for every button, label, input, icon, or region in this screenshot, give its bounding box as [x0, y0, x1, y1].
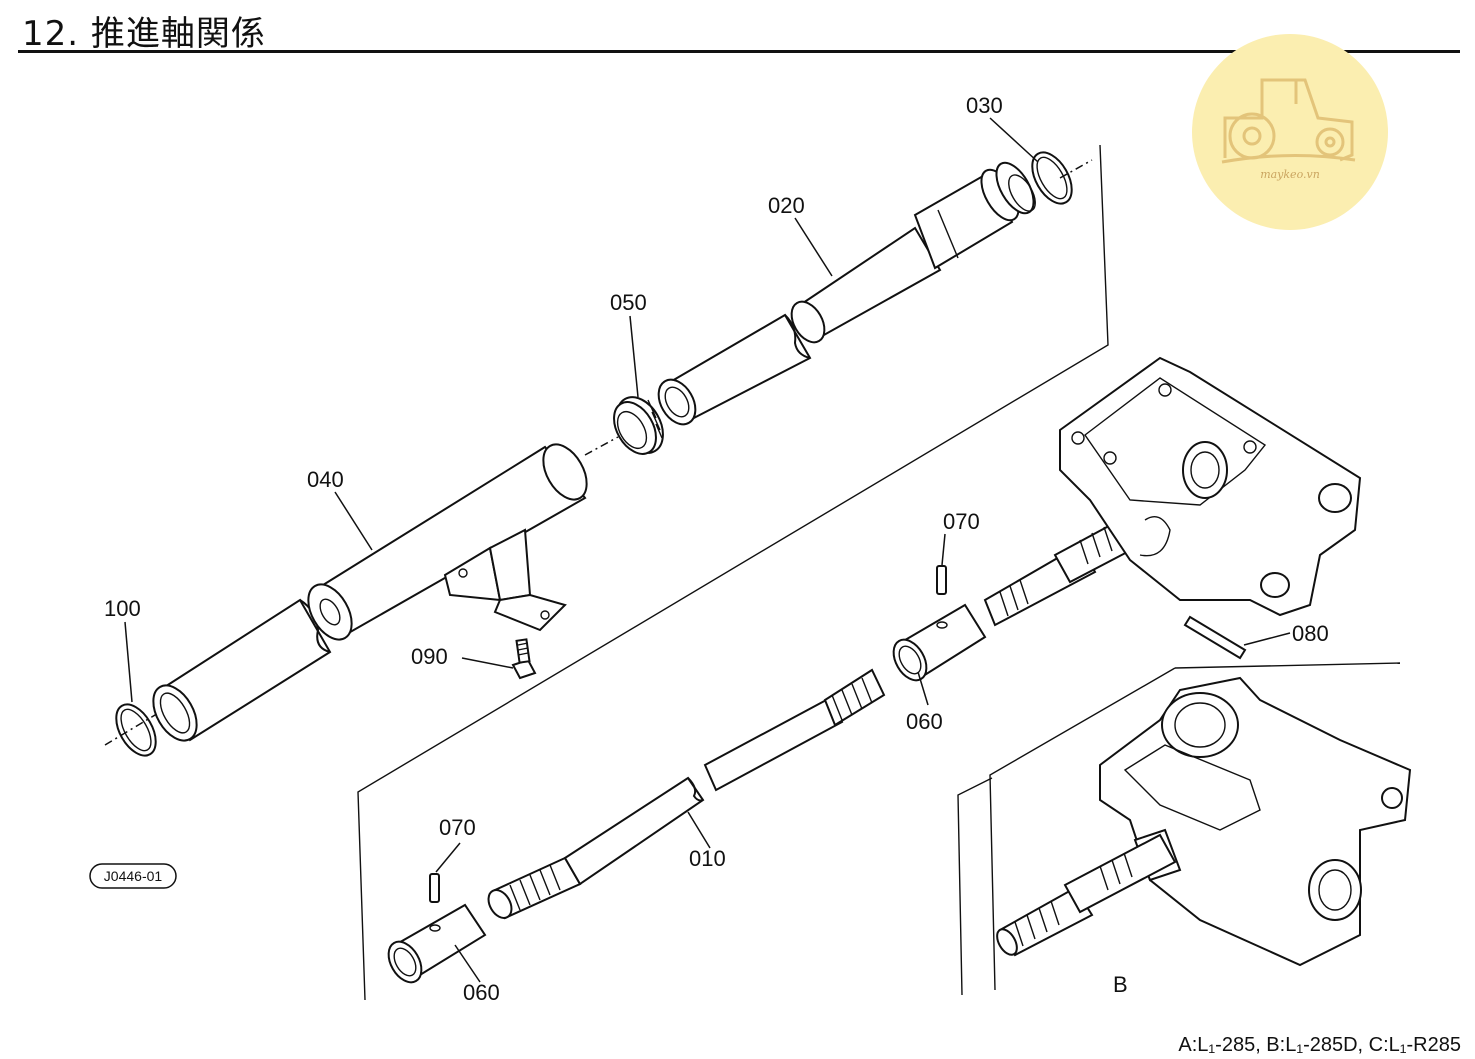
output-shaft-upper — [983, 518, 1137, 627]
o-ring-100 — [115, 703, 157, 757]
tube-040 — [307, 443, 588, 641]
sleeve-060-lower — [387, 903, 487, 984]
o-ring-030 — [1031, 151, 1073, 205]
sleeve-060-upper — [892, 603, 987, 682]
title-rule — [18, 50, 1460, 53]
part-label-090: 090 — [411, 644, 448, 669]
leader-lines — [124, 117, 1291, 983]
watermark-logo: maykeo.vn — [1192, 34, 1388, 230]
gearbox-housing-upper — [1059, 356, 1362, 617]
tube-020 — [657, 161, 1036, 426]
figure-ref-text: J0446-01 — [104, 868, 163, 884]
tractor-icon — [1221, 78, 1356, 164]
part-label-100: 100 — [104, 596, 141, 621]
pin-070-upper — [936, 565, 947, 595]
output-shaft-lower — [996, 833, 1177, 957]
part-label-060-lower: 060 — [463, 980, 500, 1005]
part-label-050: 050 — [610, 290, 647, 315]
part-label-030: 030 — [966, 93, 1003, 118]
shaft-010 — [487, 668, 886, 920]
bolt-090 — [511, 638, 537, 680]
boundary-lines — [357, 144, 1401, 1001]
part-label-060-upper: 060 — [906, 709, 943, 734]
part-label-040: 040 — [307, 467, 344, 492]
upper-axis — [104, 159, 1093, 746]
part-label-020: 020 — [768, 193, 805, 218]
tube-040-lower — [152, 598, 332, 742]
gearbox-housing-lower — [1099, 676, 1412, 967]
page-title: 12. 推進軸関係 — [22, 14, 266, 54]
model-footnote: A:L₁-285, B:L₁-285D, C:L₁-R285 — [1178, 1034, 1461, 1056]
seal-050 — [613, 396, 664, 455]
part-label-010: 010 — [689, 846, 726, 871]
variant-label: B — [1113, 972, 1128, 997]
pin-080 — [1183, 615, 1247, 660]
part-label-080: 080 — [1292, 621, 1329, 646]
watermark-text: maykeo.vn — [1260, 168, 1320, 181]
part-label-070-lower: 070 — [439, 815, 476, 840]
figure-ref-badge: J0446-01 — [89, 863, 177, 889]
part-label-070-upper: 070 — [943, 509, 980, 534]
pin-070-lower — [429, 873, 440, 903]
